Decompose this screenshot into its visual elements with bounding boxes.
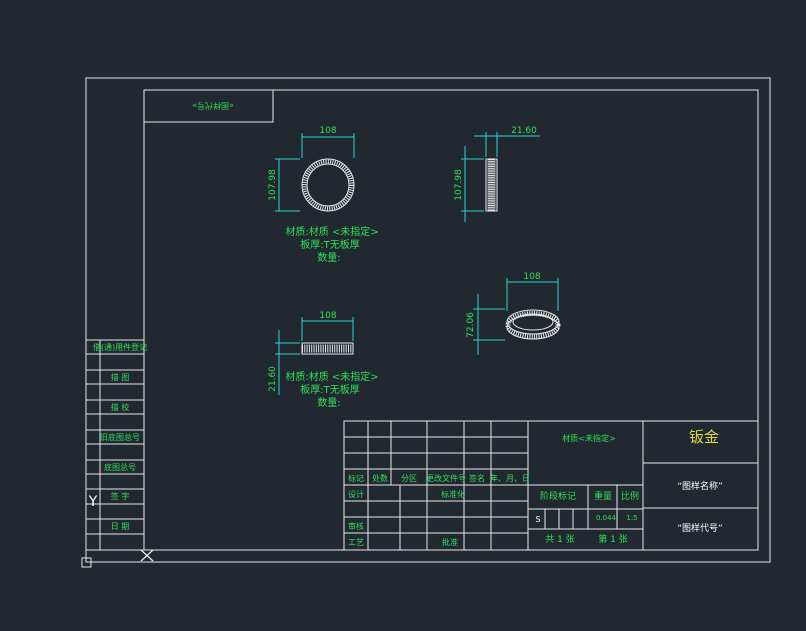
side-height-dimension: 107.98 bbox=[454, 146, 484, 222]
svg-text:底图总号: 底图总号 bbox=[104, 462, 136, 472]
code-box-text: «图样代号» bbox=[192, 101, 234, 111]
header-mark: 标记 bbox=[348, 473, 364, 483]
svg-text:板厚:T无板厚: 板厚:T无板厚 bbox=[300, 238, 359, 251]
left-strip-table: 借(通)用件登记 描 图 描 校 旧底图总号 底图总号 签 字 日 期 bbox=[85, 339, 147, 562]
type-label: 钣金 bbox=[689, 428, 719, 446]
svg-text:21.60: 21.60 bbox=[268, 366, 278, 392]
svg-text:72.06: 72.06 bbox=[466, 312, 476, 338]
bottom-height-dimension: 21.60 bbox=[268, 330, 300, 395]
svg-text:描 校: 描 校 bbox=[111, 402, 130, 412]
bottom-view[interactable] bbox=[301, 342, 354, 355]
process-label: 工艺 bbox=[348, 538, 364, 547]
svg-text:板厚:T无板厚: 板厚:T无板厚 bbox=[300, 383, 359, 396]
scale-label: 比例 bbox=[621, 490, 639, 502]
svg-text:108: 108 bbox=[523, 272, 540, 282]
svg-text:107.98: 107.98 bbox=[454, 169, 464, 201]
svg-text:材质:材质 <未指定>: 材质:材质 <未指定> bbox=[285, 225, 378, 238]
stage-s-value: S bbox=[535, 515, 540, 524]
header-date: 年、月、日 bbox=[490, 473, 530, 483]
svg-text:数量:: 数量: bbox=[317, 396, 340, 409]
svg-text:107.98: 107.98 bbox=[268, 169, 278, 201]
code-box bbox=[143, 89, 274, 123]
svg-text:旧底图总号: 旧底图总号 bbox=[100, 432, 140, 442]
front-width-dimension: 108 bbox=[301, 126, 355, 158]
svg-text:材质:材质 <未指定>: 材质:材质 <未指定> bbox=[285, 370, 378, 383]
bottom-width-dimension: 108 bbox=[301, 311, 354, 341]
total-sheets: 共 1 张 bbox=[545, 534, 574, 545]
approve-label: 批准 bbox=[442, 537, 458, 547]
svg-text:108: 108 bbox=[319, 311, 336, 321]
svg-text:108: 108 bbox=[319, 126, 336, 136]
svg-text:Y: Y bbox=[88, 494, 98, 510]
standardize-label: 标准化 bbox=[441, 489, 465, 499]
weight-label: 重量 bbox=[594, 490, 612, 502]
note-1: 材质:材质 <未指定> 板厚:T无板厚 数量: bbox=[285, 225, 378, 264]
header-count: 处数 bbox=[372, 473, 388, 483]
header-file-no: 更改文件号 bbox=[426, 473, 466, 483]
note-2: 材质:材质 <未指定> 板厚:T无板厚 数量: bbox=[285, 370, 378, 409]
weight-value: 0.044 bbox=[596, 514, 617, 522]
drawing-name-field[interactable]: “图样名称” bbox=[677, 480, 722, 492]
outer-frame bbox=[85, 77, 771, 563]
svg-text:数量:: 数量: bbox=[317, 251, 340, 264]
side-width-dimension: 21.60 bbox=[474, 126, 540, 157]
iso-width-dimension: 108 bbox=[506, 272, 559, 311]
ucs-icon[interactable]: Y bbox=[81, 494, 154, 568]
design-label: 设计 bbox=[348, 489, 364, 499]
isometric-view[interactable] bbox=[505, 309, 561, 340]
svg-text:21.60: 21.60 bbox=[511, 126, 537, 136]
front-view-ring[interactable] bbox=[301, 158, 355, 212]
front-height-dimension: 107.98 bbox=[268, 158, 300, 212]
side-view[interactable] bbox=[485, 158, 498, 212]
scale-value: 1:5 bbox=[626, 514, 637, 522]
title-block bbox=[343, 420, 759, 551]
svg-text:签 字: 签 字 bbox=[111, 491, 130, 501]
check-label: 审核 bbox=[348, 521, 364, 531]
sheet-number: 第 1 张 bbox=[598, 533, 627, 545]
stage-mark-label: 阶段标记 bbox=[540, 490, 576, 502]
material-label: 材质<未指定> bbox=[562, 433, 615, 443]
svg-text:日 期: 日 期 bbox=[111, 522, 130, 531]
drawing-code-field[interactable]: “图样代号” bbox=[677, 522, 722, 534]
svg-text:描 图: 描 图 bbox=[111, 372, 130, 382]
header-zone: 分区 bbox=[401, 474, 417, 483]
iso-height-dimension: 72.06 bbox=[466, 294, 505, 355]
svg-text:借(通)用件登记: 借(通)用件登记 bbox=[93, 342, 147, 352]
header-sign: 签名 bbox=[469, 473, 485, 483]
